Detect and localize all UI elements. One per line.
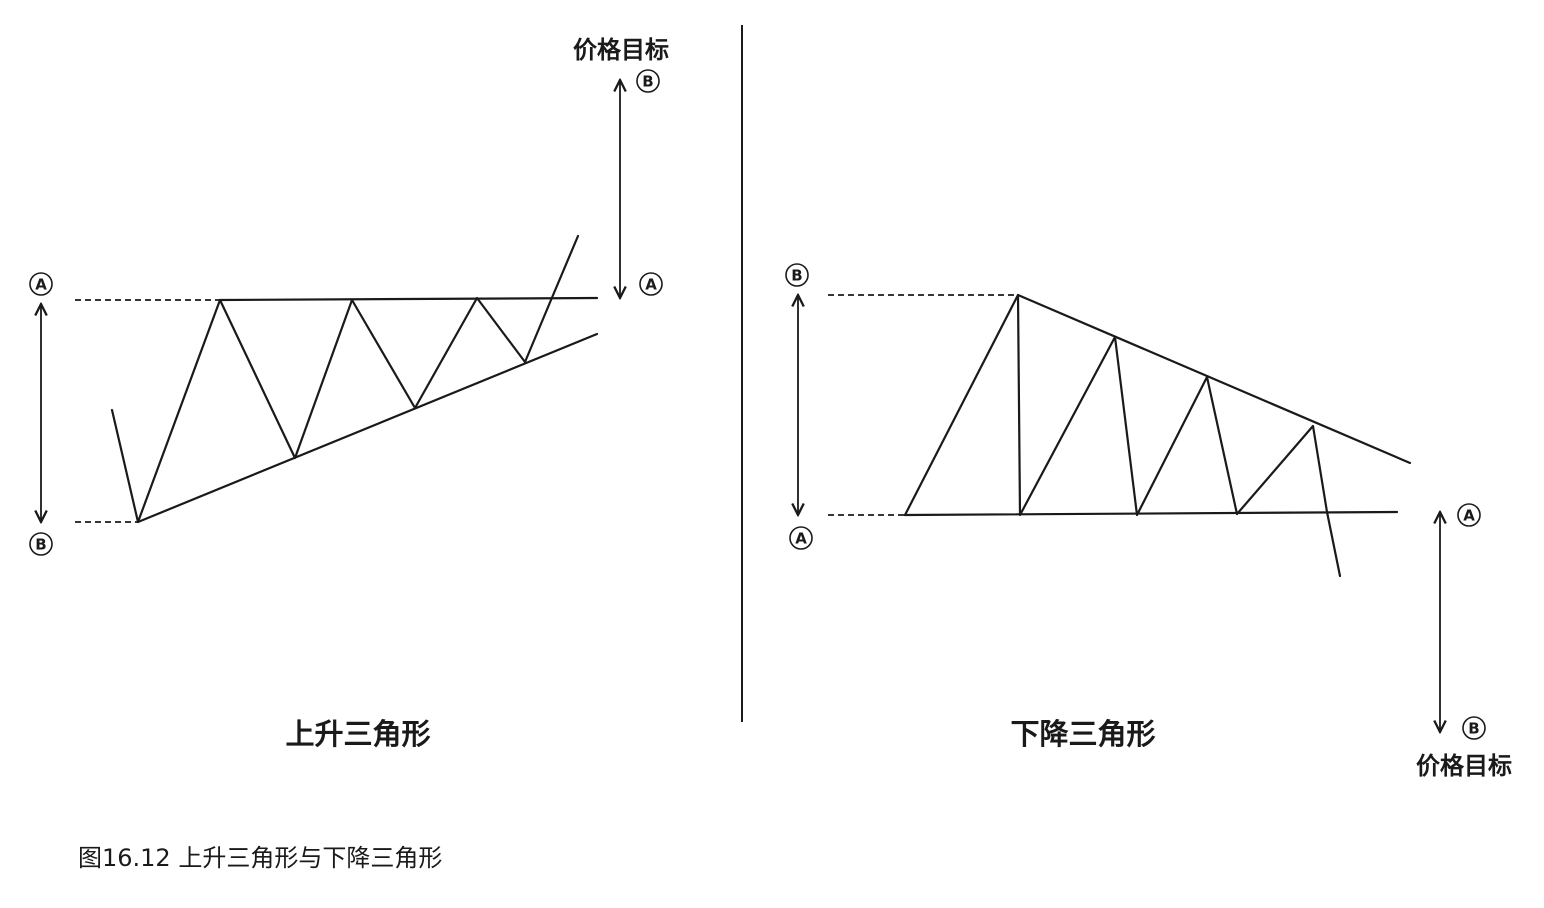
descending-support-line [903,510,1399,517]
descending-target-a-marker: A [1457,503,1481,527]
figure-caption: 图16.12 上升三角形与下降三角形 [78,844,443,872]
descending-left-b-marker: B [785,263,809,287]
svg-text:A: A [35,276,47,294]
ascending-triangle-panel: A B B A 价格目标 上升三角形 [29,36,669,751]
svg-text:B: B [1468,720,1479,738]
ascending-title: 上升三角形 [285,717,430,751]
descending-target-b-marker: B [1462,716,1486,740]
descending-title: 下降三角形 [1010,717,1155,751]
svg-text:B: B [791,267,802,285]
ascending-support-line [136,332,599,524]
ascending-left-b-marker: B [29,532,53,556]
descending-price-path [903,293,1342,578]
ascending-left-a-marker: A [29,272,53,296]
svg-text:B: B [35,536,46,554]
ascending-price-target-label: 价格目标 [573,36,669,64]
descending-left-a-marker: A [789,526,813,550]
svg-text:A: A [1463,507,1475,525]
descending-triangle-panel: B A A B 价格目标 下降三角形 [785,263,1512,780]
ascending-price-path [110,234,580,524]
descending-resistance-line [1016,293,1412,465]
svg-text:A: A [795,530,807,548]
svg-text:B: B [642,73,653,91]
ascending-target-b-marker: B [636,69,660,93]
ascending-resistance-line [218,296,599,302]
ascending-target-a-marker: A [639,272,663,296]
descending-price-target-label: 价格目标 [1416,752,1512,780]
svg-text:A: A [645,276,657,294]
